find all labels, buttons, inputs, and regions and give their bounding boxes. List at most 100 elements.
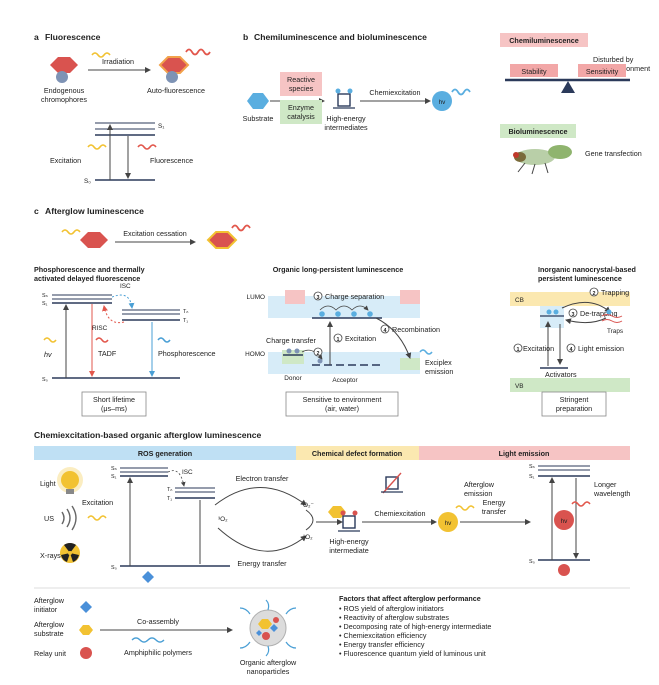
lumo-pink-block-2 xyxy=(400,290,420,304)
phos-title-1: Phosphorescence and thermally xyxy=(34,265,145,274)
panel-b-title: Chemiluminescence and bioluminescence xyxy=(254,32,427,42)
step-1-inorg-circle xyxy=(513,343,523,353)
light-band xyxy=(419,446,630,460)
light-emission-label-d: Light emission xyxy=(499,449,550,458)
sensitivity-box xyxy=(578,64,626,77)
vb-label: VB xyxy=(515,383,524,390)
step-3-circle xyxy=(313,291,323,301)
factor-item: • Chemiexcitation efficiency xyxy=(339,631,427,640)
substrate-hexagon-icon xyxy=(247,93,269,109)
sensitive-label-1: Sensitive to environment xyxy=(303,395,382,404)
excitation-cessation-label: Excitation cessation xyxy=(123,229,187,238)
stringent-label-2: preparation xyxy=(556,404,592,413)
afterglow-wave-d-icon xyxy=(455,505,475,511)
chemi-tag-label: Chemiluminescence xyxy=(509,36,579,45)
isc-label-d: ISC xyxy=(182,469,193,476)
exciplex-wave-icon xyxy=(419,349,433,355)
disturbed-label-1: Disturbed by xyxy=(593,55,634,64)
panel-c-label: c xyxy=(34,206,39,216)
reactive-label-2: species xyxy=(289,84,314,93)
substrate-hexagon-icon-2 xyxy=(79,625,93,635)
stability-label: Stability xyxy=(521,67,547,76)
step-4-inorg-number: 4 xyxy=(570,347,573,353)
radiation-icon xyxy=(60,543,80,563)
nanoparticles-label-1: Organic afterglow xyxy=(240,658,297,667)
coassembly-label: Co-assembly xyxy=(137,617,179,626)
ros-label: ROS generation xyxy=(138,449,192,458)
sn-label-c: Sₙ xyxy=(42,293,48,299)
bio-tag-box xyxy=(500,124,576,138)
olpl-title: Organic long-persistent luminescence xyxy=(273,265,404,274)
stringent-box xyxy=(541,391,607,417)
cb-band xyxy=(510,292,630,306)
lumo-pink-block-1 xyxy=(285,290,305,304)
risc-label-c: RISC xyxy=(92,325,108,332)
factor-item: • Decomposing rate of high-energy interm… xyxy=(339,622,491,631)
longer-wavelength-label-2: wavelength xyxy=(593,489,630,498)
s1-label-a: S₁ xyxy=(158,123,164,130)
short-lifetime-label-2: (μs–ms) xyxy=(101,404,127,413)
relay-ball-icon xyxy=(80,647,92,659)
panel-a-title: Fluorescence xyxy=(45,32,101,42)
panel-b: b Chemiluminescence and bioluminescence … xyxy=(243,32,650,175)
xrays-label: X-rays xyxy=(40,551,61,560)
step-2-number: 2 xyxy=(317,351,320,357)
dioxetane-d-icon xyxy=(338,510,360,532)
electron-4 xyxy=(367,311,373,317)
trapped-electron xyxy=(606,309,612,315)
inorg-title-1: Inorganic nanocrystal-based xyxy=(538,265,636,274)
auto-circle-icon xyxy=(166,71,178,83)
initiator-label-1: Afterglow xyxy=(34,596,65,605)
afterglow-emission-label-1: Afterglow xyxy=(464,480,495,489)
t1-label-c: T₁ xyxy=(183,318,188,324)
ultrasound-icon xyxy=(61,505,77,531)
trap-line-2 xyxy=(601,319,623,323)
s1-label-d: S₁ xyxy=(111,474,117,480)
s0-label-c: S₀ xyxy=(42,377,48,383)
hv-circle-d1 xyxy=(438,512,458,532)
longer-wave-icon xyxy=(571,501,591,507)
o2-superoxide-label: O₂⁻ xyxy=(303,502,314,509)
lightbulb-icon xyxy=(57,467,83,494)
homo-band xyxy=(268,352,420,374)
excitation-wave-a-icon xyxy=(87,144,107,150)
step-1-number: 1 xyxy=(337,337,340,343)
s1-label-c: S₁ xyxy=(42,301,48,307)
isc-arrow-c xyxy=(111,294,135,309)
hole-3 xyxy=(317,358,323,364)
sensitive-label-2: (air, water) xyxy=(325,404,359,413)
high-energy-d-label-1: High-energy xyxy=(329,537,369,546)
afterglow-wave-c-icon xyxy=(231,224,251,232)
sensitivity-label: Sensitivity xyxy=(586,67,619,76)
fluorescence-wave-a-icon xyxy=(137,144,157,150)
tadf-wave-icon xyxy=(95,337,109,343)
nanoparticles-label-2: nanoparticles xyxy=(247,667,290,676)
afterglow-emission-label-2: emission xyxy=(464,489,492,498)
step-2-circle xyxy=(313,347,323,357)
factor-item: • Energy transfer efficiency xyxy=(339,640,425,649)
chromophore-hexagon-icon xyxy=(50,57,78,73)
step-3-inorg-number: 3 xyxy=(572,312,575,318)
donor-green-block xyxy=(282,350,304,364)
s0-label-e: S₀ xyxy=(529,559,535,565)
electron-3 xyxy=(351,311,357,317)
initiator-diamond-d xyxy=(142,571,154,583)
o2-triplet-label: ³O₂ xyxy=(218,516,228,523)
hv-wave-b-icon xyxy=(451,88,471,96)
inorg-title-2: persistent luminescence xyxy=(538,274,622,283)
defect-band xyxy=(296,446,419,460)
step-2-inorg-circle xyxy=(589,287,599,297)
enzyme-label-1: Enzyme xyxy=(288,103,314,112)
hv-label-c: hv xyxy=(44,350,52,359)
irradiation-label: Irradiation xyxy=(102,57,134,66)
hv-circle-d2 xyxy=(554,510,574,530)
phos-wave-icon xyxy=(157,337,171,343)
short-lifetime-label-1: Short lifetime xyxy=(93,395,135,404)
factor-item: • Reactivity of afterglow substrates xyxy=(339,613,449,622)
broken-dioxetane-icon xyxy=(381,472,403,494)
s0-label-a: S₀ xyxy=(84,178,91,185)
sn-label-d: Sₙ xyxy=(111,466,117,472)
short-lifetime-box xyxy=(81,391,147,417)
step-1-inorg-number: 1 xyxy=(517,347,520,353)
